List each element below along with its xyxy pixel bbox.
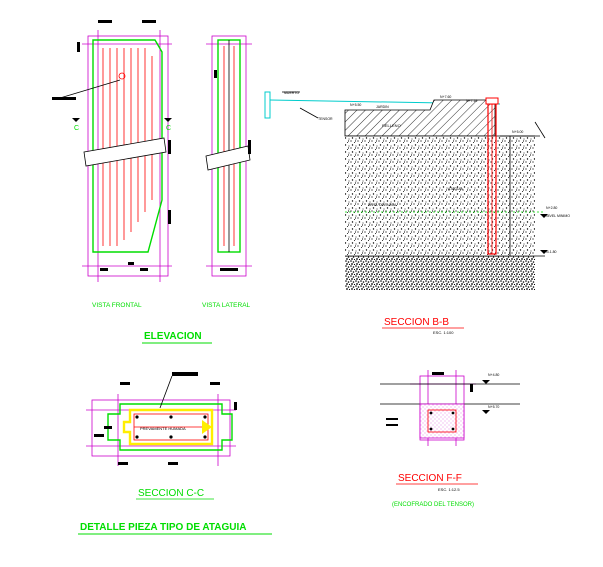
label-level-left: N+5.50 <box>350 103 361 107</box>
label-level-bottom: N-1.80 <box>546 250 557 254</box>
label-nivel-minimo: NIVEL MINIMO <box>546 214 570 218</box>
scale-seccion-ff: ESC. 1:12.5 <box>438 487 460 492</box>
label-tensor: TENSOR <box>318 117 333 121</box>
section-ff: N+4.80 N+5.70 <box>380 370 520 446</box>
scale-seccion-bb: ESC. 1:100 <box>433 330 454 335</box>
cut-mark-c-right: C <box>166 125 171 132</box>
front-view: C C <box>52 20 172 282</box>
main-title: DETALLE PIEZA TIPO DE ATAGUIA <box>80 522 246 533</box>
label-muerto: MUERTO <box>284 91 299 95</box>
label-level-right: N+5.00 <box>512 130 523 134</box>
side-view <box>205 35 252 277</box>
label-relleno: RELLENO <box>382 123 401 128</box>
title-elevacion: ELEVACION <box>144 331 202 342</box>
section-cc: PREVAMENTE HUMADA <box>86 372 237 466</box>
label-ff-level-mid: N+5.70 <box>488 405 499 409</box>
label-vista-frontal: VISTA FRONTAL <box>92 302 142 309</box>
label-ff-level-top: N+4.80 <box>488 373 499 377</box>
section-bb: MUERTO TENSOR RELLENO JARDIN N+5.50 N+7.… <box>264 91 570 290</box>
label-level-water: N+2.80 <box>546 206 557 210</box>
label-cc-inner: PREVAMENTE HUMADA <box>140 426 186 431</box>
subtitle-seccion-ff: (ENCOFRADO DEL TENSOR) <box>392 502 474 508</box>
cut-mark-c-left: C <box>74 125 79 132</box>
title-seccion-cc: SECCION C-C <box>138 488 204 499</box>
title-seccion-ff: SECCION F-F <box>398 473 462 484</box>
label-vista-lateral: VISTA LATERAL <box>202 302 251 309</box>
label-level-top: N+7.60 <box>440 95 451 99</box>
label-ataguia: ATAGUIA <box>448 187 464 191</box>
label-nivel-agua: NIVEL DEL AGUA <box>368 203 397 207</box>
label-jardin: JARDIN <box>376 105 389 109</box>
title-seccion-bb: SECCION B-B <box>384 317 449 328</box>
label-level-top-right: N+7.10 <box>466 99 477 103</box>
